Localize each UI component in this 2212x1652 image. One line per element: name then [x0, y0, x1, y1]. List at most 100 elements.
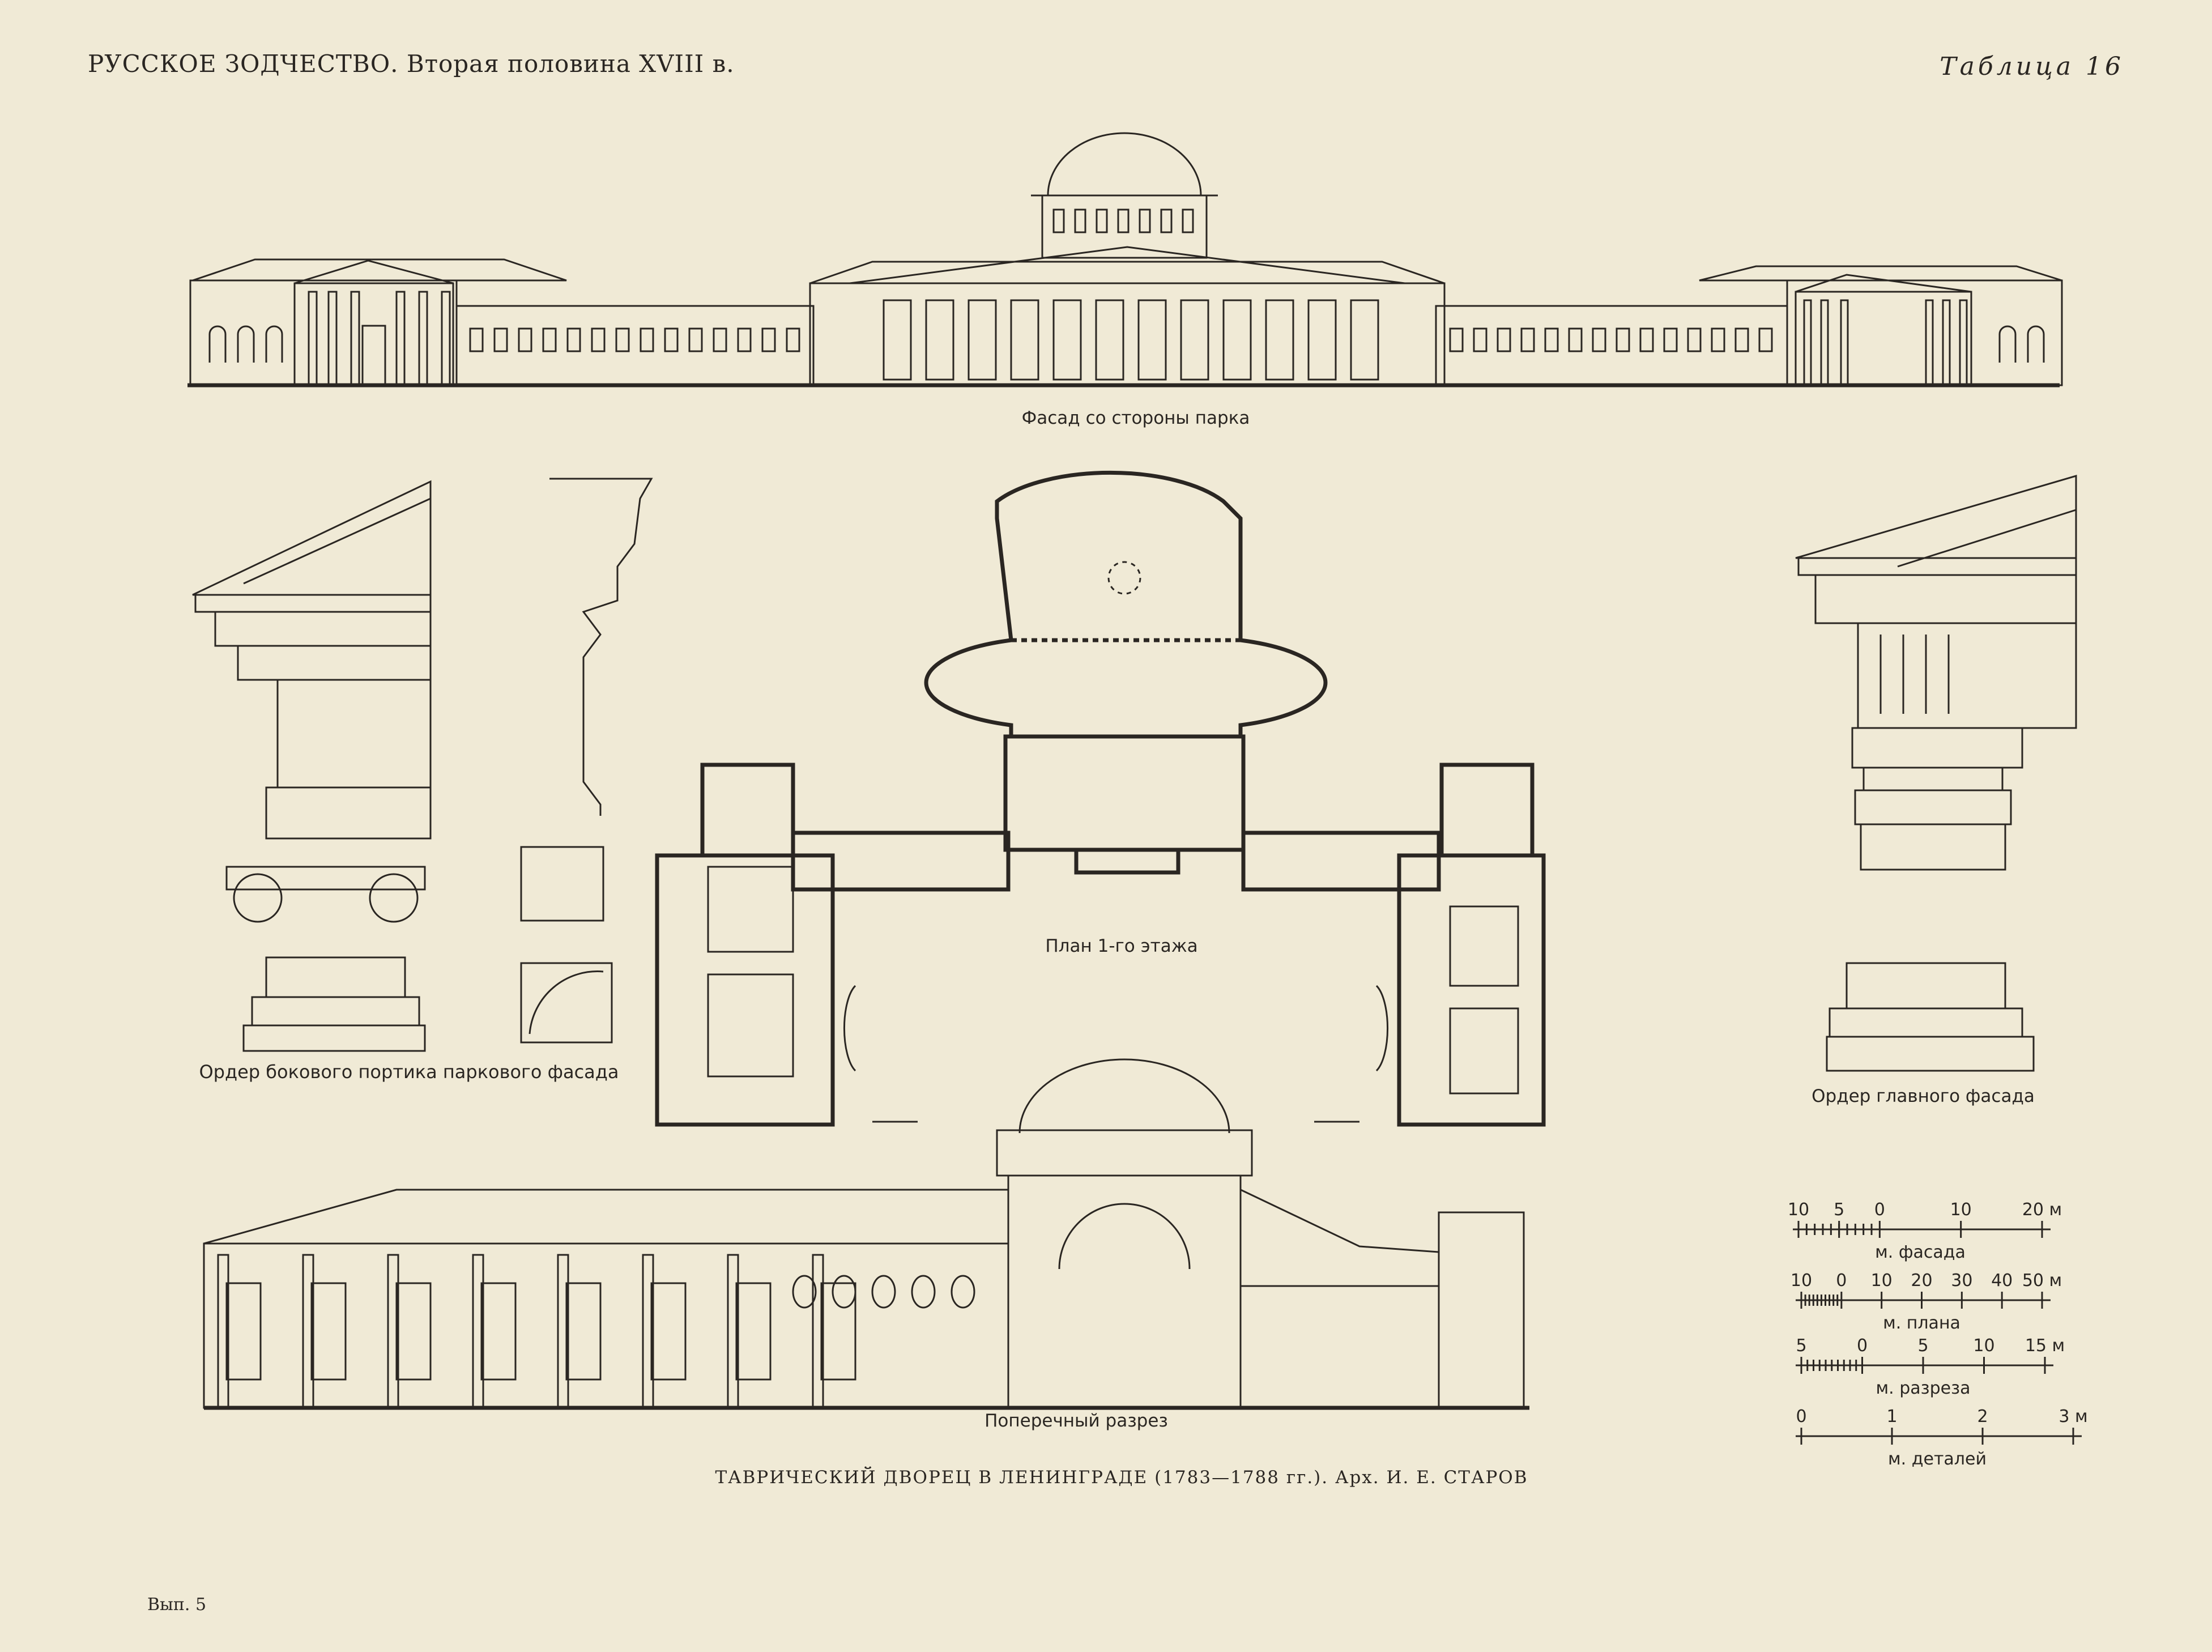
- section-pilaster: [642, 1254, 654, 1409]
- scale-tick-label: 15 м: [2025, 1336, 2065, 1356]
- section-pilaster: [302, 1254, 314, 1409]
- scale-tick-label: 3 м: [2058, 1407, 2087, 1427]
- series-title: РУССКОЕ ЗОДЧЕСТВО. Вторая половина XVIII…: [88, 50, 735, 78]
- section-window: [395, 1282, 432, 1381]
- window: [786, 327, 800, 352]
- section-window: [310, 1282, 347, 1381]
- scale-tick-label: 2: [1977, 1407, 1988, 1427]
- column: [418, 291, 428, 386]
- drum-window: [1074, 208, 1086, 233]
- scale-label: м. разреза: [1876, 1378, 1971, 1398]
- oval-window: [792, 1275, 817, 1309]
- side-order-caption: Ордер бокового портика паркового фасада: [199, 1061, 619, 1083]
- section-window: [225, 1282, 262, 1381]
- window: [1639, 327, 1654, 352]
- column: [441, 291, 451, 386]
- drum-window: [1117, 208, 1130, 233]
- window: [1520, 327, 1535, 352]
- scale-tick-label: 40: [1991, 1271, 2013, 1291]
- scale-tick-label: 10: [1791, 1271, 1812, 1291]
- window: [1052, 299, 1082, 381]
- column: [327, 291, 338, 386]
- window: [1687, 327, 1702, 352]
- window: [1137, 299, 1167, 381]
- arched-window: [1998, 325, 2017, 363]
- arched-window: [2027, 325, 2045, 363]
- window: [518, 327, 532, 352]
- arched-window: [237, 325, 255, 363]
- oval-window: [871, 1275, 896, 1309]
- column: [1959, 299, 1968, 386]
- window: [1663, 327, 1678, 352]
- window: [1758, 327, 1773, 352]
- window: [1180, 299, 1209, 381]
- ground-floor-plan: [655, 470, 1546, 1127]
- arched-window: [265, 325, 283, 363]
- scale-tick-label: 20: [1911, 1271, 1932, 1291]
- scale-tick-label: 5: [1834, 1200, 1844, 1220]
- scale-label: м. фасада: [1875, 1242, 1966, 1262]
- plate-number: Таблица 16: [1940, 52, 2124, 81]
- window: [1265, 299, 1294, 381]
- section-pilaster: [387, 1254, 399, 1409]
- oval-window: [911, 1275, 936, 1309]
- scale-tick-label: 10: [1871, 1271, 1893, 1291]
- plate-caption: ТАВРИЧЕСКИЙ ДВОРЕЦ В ЛЕНИНГРАДЕ (1783—17…: [715, 1467, 1528, 1488]
- scale-tick-label: 30: [1951, 1271, 1972, 1291]
- window: [591, 327, 606, 352]
- window: [664, 327, 679, 352]
- drum-window: [1182, 208, 1194, 233]
- window: [688, 327, 703, 352]
- column: [395, 291, 406, 386]
- cross-section: [203, 1058, 1529, 1410]
- issue-number: Вып. 5: [147, 1595, 207, 1615]
- window: [542, 327, 557, 352]
- column: [1820, 299, 1829, 386]
- window: [1734, 327, 1749, 352]
- window: [1307, 299, 1337, 381]
- scale-tick-label: 0: [1874, 1200, 1885, 1220]
- scale-label: м. деталей: [1888, 1449, 1987, 1469]
- section-caption: Поперечный разрез: [984, 1411, 1168, 1431]
- window: [1010, 299, 1039, 381]
- window: [1544, 327, 1559, 352]
- section-pilaster: [812, 1254, 824, 1409]
- window: [925, 299, 954, 381]
- window: [1222, 299, 1252, 381]
- side-portico-order-detail: [192, 478, 653, 1052]
- window: [1095, 299, 1124, 381]
- drum-window: [1139, 208, 1151, 233]
- column: [1840, 299, 1849, 386]
- scale-tick-label: 0: [1836, 1271, 1847, 1291]
- section-pilaster: [557, 1254, 569, 1409]
- window: [713, 327, 727, 352]
- scale-tick-label: 20 м: [2022, 1200, 2062, 1220]
- window: [761, 327, 776, 352]
- column: [308, 291, 318, 386]
- drum-window: [1160, 208, 1173, 233]
- window: [1473, 327, 1488, 352]
- section-window: [650, 1282, 687, 1381]
- window: [615, 327, 630, 352]
- window: [1711, 327, 1725, 352]
- column: [1925, 299, 1934, 386]
- main-order-caption: Ордер главного фасада: [1812, 1086, 2035, 1106]
- section-window: [735, 1282, 772, 1381]
- window: [469, 327, 484, 352]
- window: [493, 327, 508, 352]
- window: [566, 327, 581, 352]
- oval-window: [951, 1275, 975, 1309]
- facade-caption: Фасад со стороны парка: [1021, 408, 1250, 428]
- column: [350, 291, 360, 386]
- plan-caption: План 1-го этажа: [1045, 936, 1198, 956]
- window: [1497, 327, 1511, 352]
- scale-label: м. плана: [1883, 1313, 1960, 1333]
- window: [1568, 327, 1583, 352]
- section-pilaster: [727, 1254, 739, 1409]
- scale-tick-label: 10: [1973, 1336, 1994, 1356]
- scale-tick-label: 5: [1796, 1336, 1806, 1356]
- park-facade-elevation: [187, 132, 2063, 388]
- section-window: [565, 1282, 602, 1381]
- scale-tick-label: 50 м: [2022, 1271, 2062, 1291]
